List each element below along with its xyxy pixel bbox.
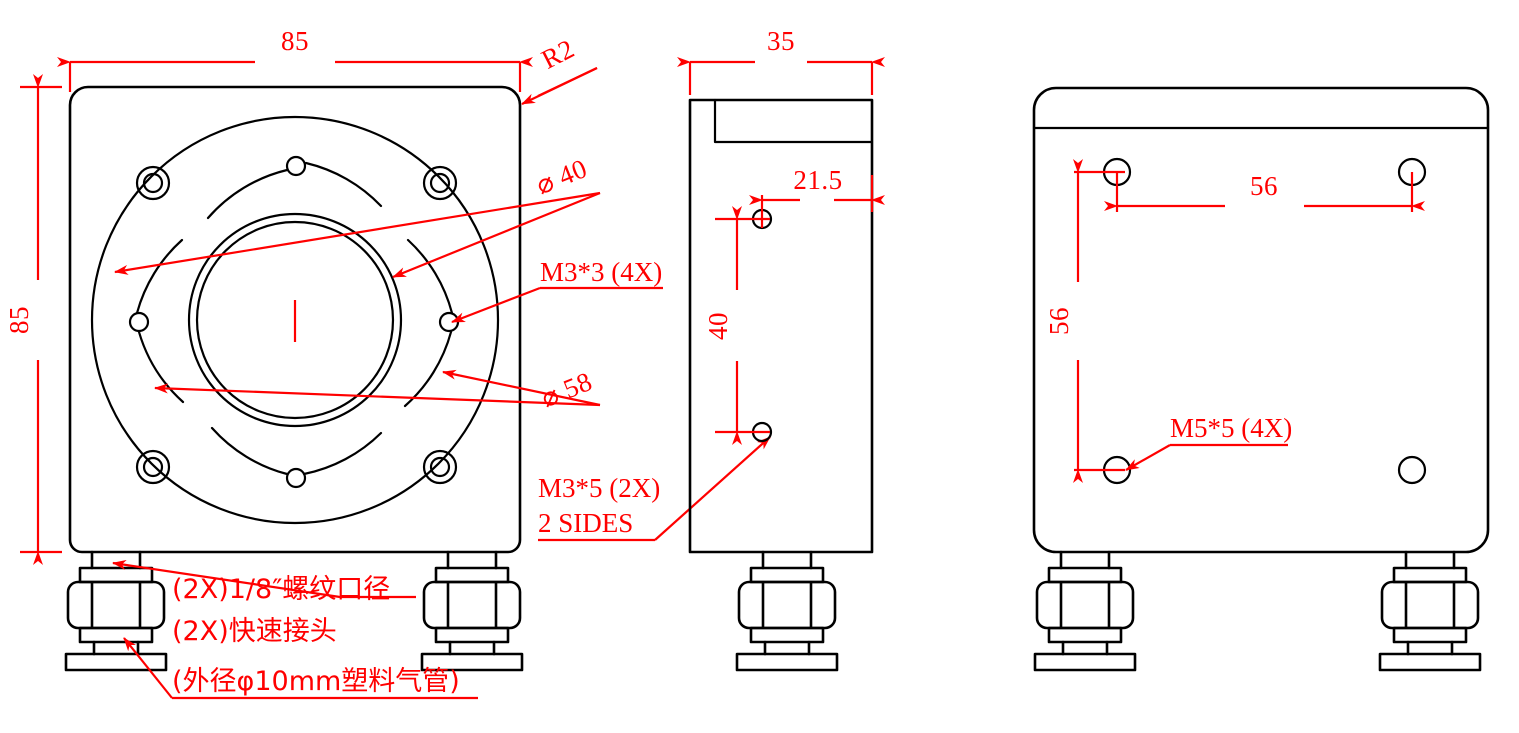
rear-view: 56 56 M5*5 (4X) <box>1032 86 1490 672</box>
front-fitting-right <box>420 550 524 672</box>
side-body-outline <box>688 98 874 554</box>
rear-hole-bottom-right <box>1397 455 1427 485</box>
dimension-rear-pitch-y: 56 <box>1044 159 1125 483</box>
dim-side-pitch-text: 40 <box>703 312 733 340</box>
front-centre-mark <box>114 191 601 407</box>
front-bore-inner-circle <box>195 220 395 420</box>
callout-m5x5: M5*5 (4X) <box>1125 413 1292 471</box>
dimension-side-pitch: 40 <box>703 206 770 445</box>
callout-bore-outer: ⌀ 58 <box>442 366 601 413</box>
rear-body-outline <box>1032 86 1490 554</box>
note-quick-connector: (2X)快速接头 (外径φ10mm塑料气管) <box>123 616 478 700</box>
front-slot-arcs <box>135 161 454 476</box>
dim-side-offset-text: 21.5 <box>793 165 842 195</box>
dimension-rear-pitch-x: 56 <box>1104 171 1425 212</box>
dim-rear-pitch-y-text: 56 <box>1044 307 1074 335</box>
dim-front-height-text: 85 <box>4 306 34 334</box>
front-bore-outer-circle <box>187 212 403 428</box>
dim-bore-inner-text: ⌀ 40 <box>532 153 591 200</box>
callout-m3x5-text: M3*5 (2X) <box>538 473 660 503</box>
note-port-thread: (2X)1/8″螺纹口径 <box>112 559 416 605</box>
dim-bore-outer-text: ⌀ 58 <box>537 366 596 413</box>
side-fitting <box>735 550 839 672</box>
dim-front-width-text: 85 <box>281 26 309 56</box>
note-port-thread-text: (2X)1/8″螺纹口径 <box>172 574 390 605</box>
dimension-side-depth: 35 <box>677 26 885 95</box>
dim-rear-pitch-x-text: 56 <box>1250 171 1278 201</box>
front-body-outline <box>68 85 522 554</box>
front-fitting-left <box>64 550 168 672</box>
callout-m3x3: M3*3 (4X) <box>451 257 663 324</box>
callout-corner-radius: R2 <box>521 33 598 105</box>
callout-m5x5-text: M5*5 (4X) <box>1170 413 1292 443</box>
front-counterbore-holes <box>135 165 458 485</box>
rear-fitting-left <box>1033 550 1137 672</box>
rear-fitting-right <box>1378 550 1482 672</box>
front-flange-circle <box>90 115 500 525</box>
dimension-front-width: 85 <box>57 26 533 92</box>
side-top-step <box>713 98 874 144</box>
dim-side-depth-text: 35 <box>767 26 795 56</box>
note-quick-connector-text: (2X)快速接头 <box>172 616 337 647</box>
callout-m3x3-text: M3*3 (4X) <box>540 257 662 287</box>
note-tube-spec-text: (外径φ10mm塑料气管) <box>172 666 460 697</box>
dim-corner-radius-text: R2 <box>537 33 580 74</box>
callout-m3x5: M3*5 (2X) 2 SIDES <box>538 436 771 542</box>
dimension-side-offset: 21.5 <box>749 165 885 228</box>
callout-m3x5-sides-text: 2 SIDES <box>538 508 633 538</box>
side-view: 35 21.5 40 <box>677 26 885 672</box>
front-view: 85 85 R2 ⌀ 40 ⌀ 58 <box>4 26 771 700</box>
dimension-front-height: 85 <box>4 74 62 565</box>
